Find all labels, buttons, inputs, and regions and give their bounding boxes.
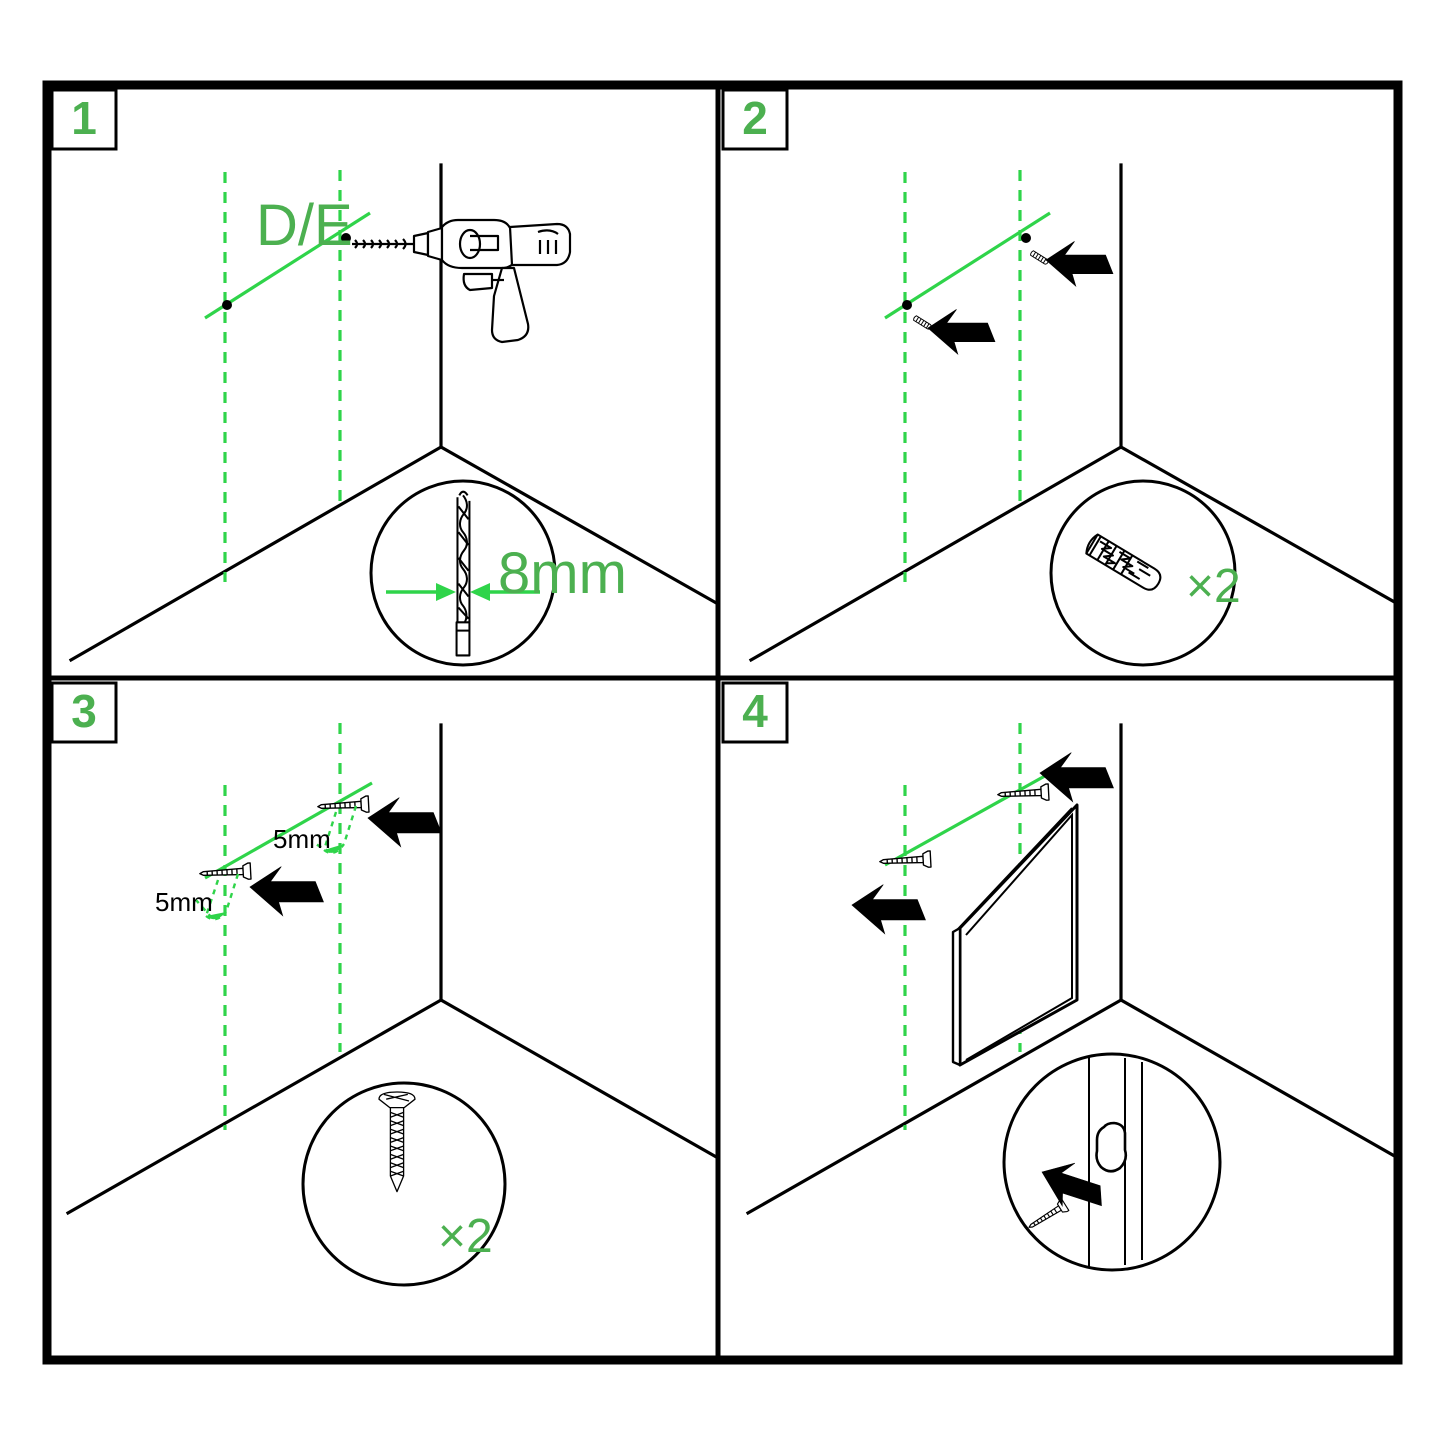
hole-spacing-line [204, 781, 373, 880]
power-drill-icon [352, 218, 572, 344]
step-panel-2: ×2 2 [721, 88, 1401, 667]
gap-leader-right [311, 805, 358, 855]
detail-callout-1: 8mm [369, 479, 627, 667]
step-panel-4: 4 [721, 681, 1401, 1272]
guide-lines-1 [204, 170, 371, 582]
room-corner-2 [748, 163, 1401, 663]
anchor-point-right [1021, 233, 1031, 243]
hole-spacing-line [884, 770, 1053, 867]
label-quantity-3: ×2 [438, 1210, 493, 1263]
dimension-8mm [386, 583, 540, 601]
anchor-point-left [902, 300, 912, 310]
detail-circle-outline [301, 1081, 507, 1287]
drill-point-right [341, 233, 351, 243]
step-badge-2: 2 [721, 88, 789, 151]
mirror-panel-icon [951, 803, 1079, 1067]
label-8mm: 8mm [498, 541, 627, 606]
step-panel-1: D/E [50, 88, 721, 667]
label-quantity-2: ×2 [1186, 560, 1241, 613]
guide-lines-3 [204, 723, 373, 1130]
gap-leader-left [195, 873, 240, 921]
room-corner-1 [68, 163, 721, 663]
hole-spacing-line [884, 211, 1051, 320]
guide-lines-2 [884, 170, 1051, 582]
step-number-4: 4 [742, 685, 768, 737]
step-number-1: 1 [71, 92, 97, 144]
drill-point-left [222, 300, 232, 310]
push-arrow-left [927, 309, 996, 355]
push-arrow-left [249, 866, 324, 916]
detail-callout-2: ×2 [1049, 479, 1241, 667]
push-arrow-right [367, 797, 442, 847]
room-corner-4 [745, 723, 1401, 1216]
detail-circle-outline [369, 479, 557, 667]
step-badge-3: 3 [50, 681, 118, 744]
room-corner-3 [65, 723, 721, 1216]
step-badge-4: 4 [721, 681, 789, 744]
label-5mm-left: 5mm [155, 887, 213, 917]
wall-anchor-icon-right [1029, 249, 1050, 266]
detail-callout-4 [1002, 1052, 1222, 1272]
push-arrow-right [1045, 241, 1114, 287]
hole-spacing-line [204, 211, 371, 320]
detail-callout-3: ×2 [301, 1081, 507, 1287]
step-badge-1: 1 [50, 88, 118, 151]
step-number-3: 3 [71, 685, 97, 737]
keyhole-slot-icon [1095, 1121, 1128, 1173]
step-panel-3: 5mm 5mm ×2 3 [50, 681, 721, 1287]
step-number-2: 2 [742, 92, 768, 144]
sheet-frame [42, 80, 1403, 1365]
push-arrow-right [1039, 752, 1114, 802]
label-5mm-right: 5mm [273, 824, 331, 854]
push-arrow-left [851, 884, 926, 934]
label-de: D/E [256, 193, 353, 258]
